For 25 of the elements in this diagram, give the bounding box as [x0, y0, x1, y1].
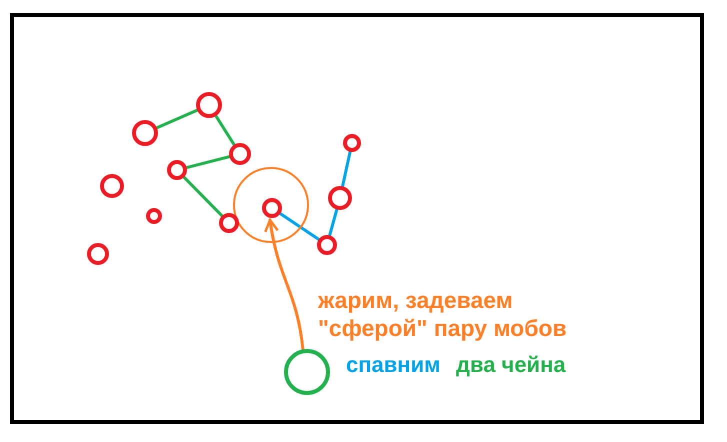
spawn-circle — [284, 349, 330, 395]
mob-circle — [87, 243, 109, 265]
chain-line — [185, 155, 231, 170]
chain-line — [328, 208, 338, 237]
chain-line — [155, 108, 199, 130]
mob-circle — [328, 186, 352, 210]
mob-circle — [100, 174, 124, 198]
caption-text: два чейна — [456, 351, 566, 379]
sphere-circle — [233, 167, 309, 243]
chain-line — [341, 150, 352, 188]
annotation-text: жарим, задеваем "сферой" пару мобов — [318, 286, 568, 342]
mob-circle — [343, 134, 361, 152]
mob-circle — [229, 143, 251, 165]
chain-line — [278, 212, 320, 241]
mob-circle — [317, 235, 337, 255]
chain-line — [182, 176, 224, 218]
arrow — [264, 218, 304, 352]
chain-line — [214, 114, 236, 146]
caption-text: спавним — [346, 351, 440, 379]
mob-circle — [196, 92, 222, 118]
mob-circle — [146, 208, 162, 224]
mob-circle — [132, 120, 158, 146]
mob-circle — [167, 160, 187, 180]
mob-circle — [219, 213, 239, 233]
mob-circle — [262, 198, 282, 218]
